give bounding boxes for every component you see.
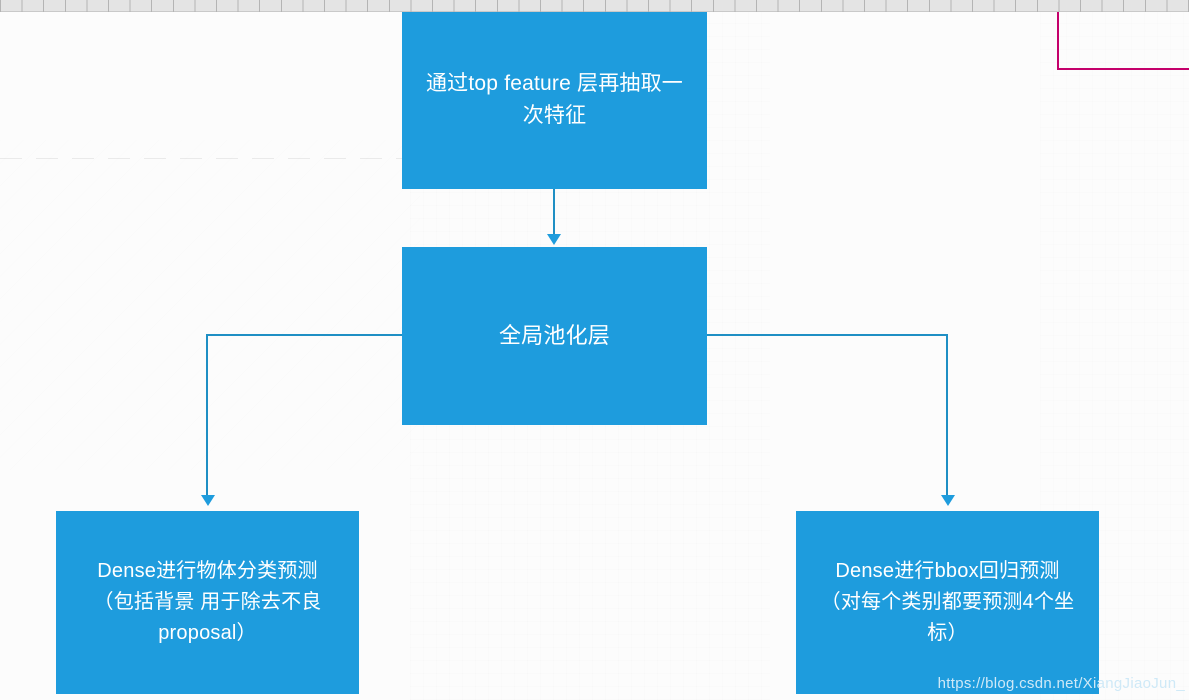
connector-pool-to-bbox-arrowhead-icon <box>941 495 955 506</box>
background-texture-left <box>0 140 420 470</box>
magenta-selection-rectangle[interactable] <box>1057 0 1189 70</box>
node-global-pool[interactable]: 全局池化层 <box>402 247 707 425</box>
node-global-pool-label: 全局池化层 <box>498 323 610 348</box>
node-dense-bbox-regression-label: Dense进行bbox回归预测 （对每个类别都要预测4个坐 标） <box>820 560 1075 644</box>
connector-pool-to-cls-arrowhead-icon <box>201 495 215 506</box>
horizontal-ruler[interactable] <box>0 0 1189 12</box>
node-top-feature[interactable]: 通过top feature 层再抽取一 次特征 <box>402 11 707 189</box>
connector-top-to-pool-line <box>553 189 555 236</box>
connector-pool-to-bbox-horizontal <box>705 334 948 336</box>
node-dense-bbox-regression[interactable]: Dense进行bbox回归预测 （对每个类别都要预测4个坐 标） <box>796 511 1099 694</box>
connector-pool-to-bbox-vertical <box>946 334 948 497</box>
node-dense-classification[interactable]: Dense进行物体分类预测 （包括背景 用于除去不良 proposal） <box>56 511 359 694</box>
node-top-feature-label: 通过top feature 层再抽取一 次特征 <box>425 72 684 127</box>
ruler-ticks <box>0 0 1189 12</box>
connector-pool-to-cls-horizontal <box>206 334 404 336</box>
connector-top-to-pool-arrowhead-icon <box>547 234 561 245</box>
node-dense-classification-label: Dense进行物体分类预测 （包括背景 用于除去不良 proposal） <box>93 560 322 644</box>
connector-pool-to-cls-vertical <box>206 334 208 497</box>
